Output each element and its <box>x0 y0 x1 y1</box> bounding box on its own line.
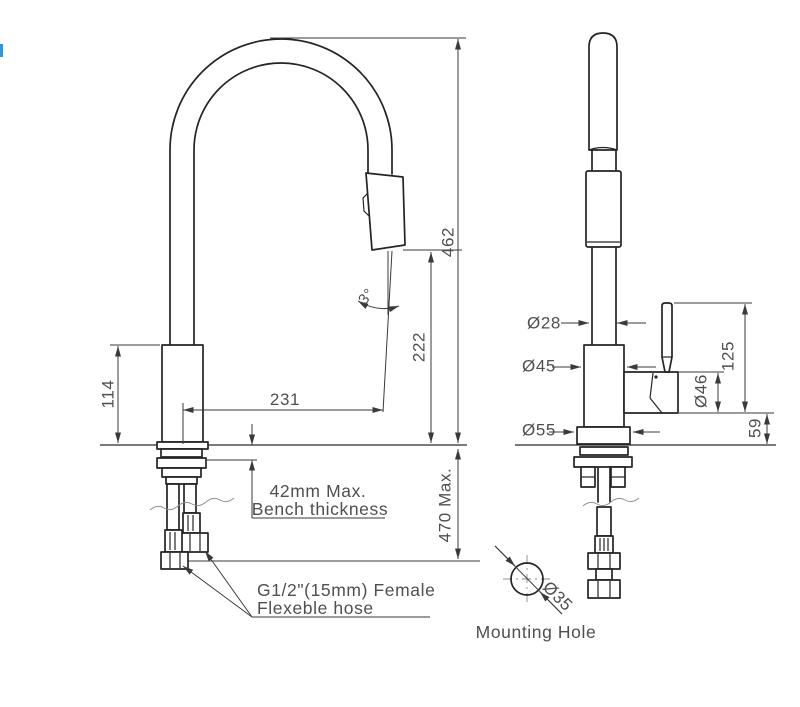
mounting-hole-circle <box>510 562 544 596</box>
mounting-hole-detail: Ø35 Mounting Hole <box>476 545 597 642</box>
hose-note-line1: G1/2"(15mm) Female <box>257 580 435 600</box>
dim-d45-label: Ø45 <box>522 356 556 375</box>
dim-125-label: 125 <box>718 341 737 371</box>
dim-angle-label: 3° <box>355 285 378 308</box>
dim-114-label: 114 <box>98 380 117 409</box>
edge-highlight-mark <box>0 44 3 57</box>
left-view-outline <box>149 38 406 570</box>
bench-note-line1: 42mm Max. <box>270 481 367 501</box>
hose-note-line2: Flexeble hose <box>257 598 374 618</box>
dim-470-max-label: 470 Max. <box>435 468 454 543</box>
right-view-outline <box>573 32 679 599</box>
mounting-hole-label: Mounting Hole <box>476 622 597 642</box>
dim-231-label: 231 <box>270 390 300 409</box>
dim-59-label: 59 <box>745 418 764 438</box>
dim-222-label: 222 <box>409 332 428 362</box>
dim-d35-label: Ø35 <box>539 578 576 615</box>
left-view-labels: 462 222 470 Max. 114 231 3° 42mm Max. Be… <box>98 227 457 618</box>
dim-d55-label: Ø55 <box>522 420 556 439</box>
right-view-dimensions <box>549 302 774 444</box>
left-view-dimensions <box>110 37 466 618</box>
dim-d28-label: Ø28 <box>527 313 561 332</box>
dim-d46-label: Ø46 <box>691 374 710 408</box>
right-view: Ø28 Ø45 Ø55 Ø46 125 59 <box>522 32 774 599</box>
right-view-labels: Ø28 Ø45 Ø55 Ø46 125 59 <box>522 313 764 439</box>
bench-note-line2: Bench thickness <box>252 499 388 519</box>
left-view: 462 222 470 Max. 114 231 3° 42mm Max. Be… <box>98 37 466 618</box>
dim-462-label: 462 <box>438 227 457 257</box>
